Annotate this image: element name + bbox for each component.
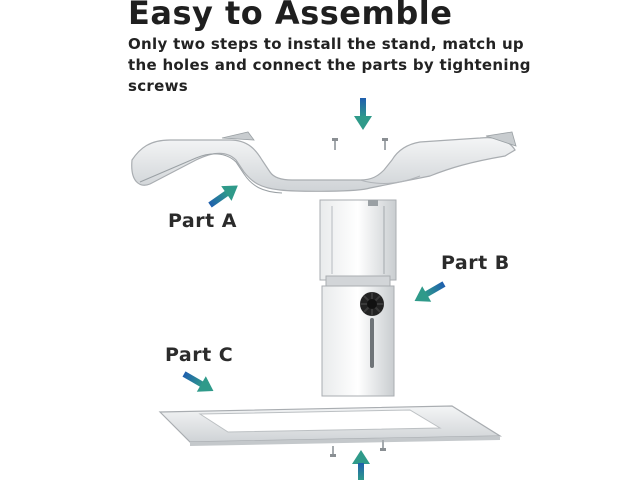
- description-line-3: screws: [128, 77, 188, 95]
- description: Only two steps to install the stand, mat…: [128, 34, 531, 97]
- screw-icon: [330, 446, 336, 457]
- screw-icon: [382, 138, 388, 150]
- part-c-label: Part C: [165, 344, 234, 366]
- arrow-part-b-icon: [414, 281, 446, 302]
- part-b-column: [319, 199, 397, 397]
- arrow-up-icon: [352, 450, 370, 480]
- arrow-part-a-icon: [208, 185, 238, 208]
- screw-icon: [332, 138, 338, 150]
- part-b-label: Part B: [441, 252, 510, 274]
- arrow-part-c-icon: [182, 371, 214, 392]
- part-a-label: Part A: [168, 210, 238, 232]
- arrow-down-icon: [354, 98, 372, 130]
- part-c-base: [158, 405, 503, 446]
- title: Easy to Assemble: [128, 0, 453, 32]
- screw-icon: [380, 440, 386, 451]
- description-line-2: the holes and connect the parts by tight…: [128, 56, 531, 74]
- description-line-1: Only two steps to install the stand, mat…: [128, 35, 524, 53]
- part-a-tray: [131, 131, 517, 194]
